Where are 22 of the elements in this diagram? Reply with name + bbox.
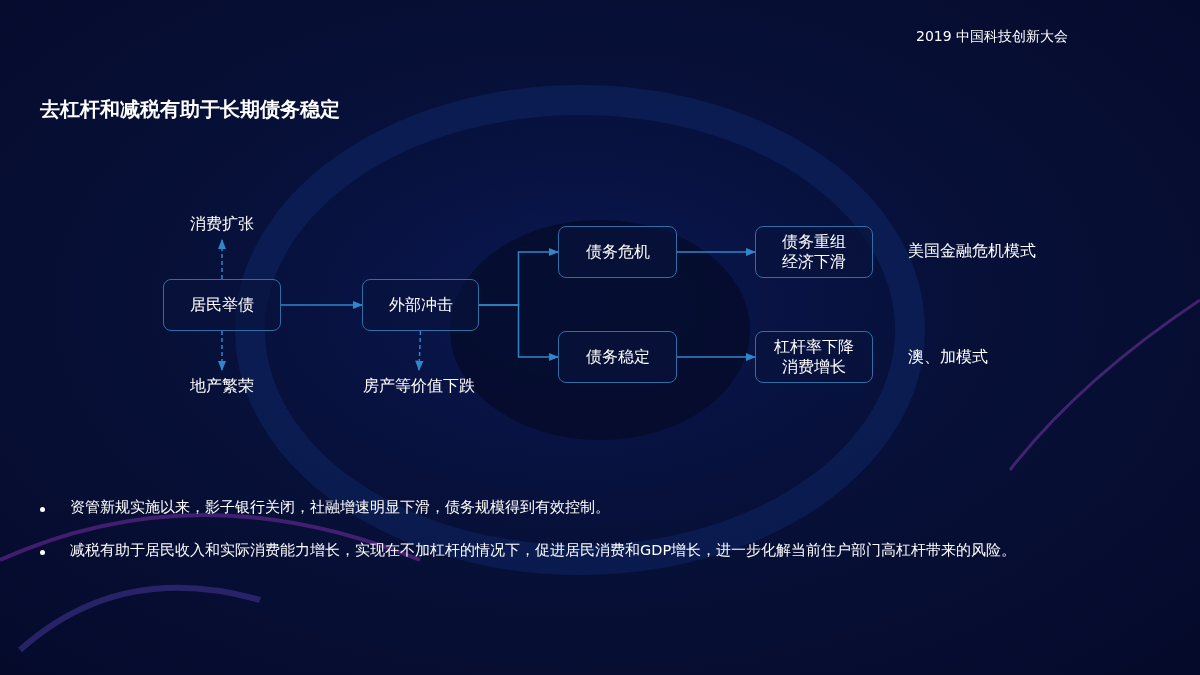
process-box: 外部冲击 xyxy=(362,279,479,331)
arrow xyxy=(676,247,757,257)
outcome-text: 地产繁荣 xyxy=(172,374,272,398)
bullet-text: 资管新规实施以来，影子银行关闭，社融增速明显下滑，债务规模得到有效控制。 xyxy=(70,498,610,517)
slide-title: 去杠杆和减税有助于长期债务稳定 xyxy=(40,96,340,123)
arrow xyxy=(217,238,227,280)
process-box: 债务危机 xyxy=(558,226,677,278)
outcome-text: 房产等价值下跌 xyxy=(344,374,494,398)
process-box: 居民举债 xyxy=(163,279,281,331)
arrow xyxy=(676,352,757,362)
header-text: 2019 中国科技创新大会 xyxy=(916,28,1069,46)
arrow xyxy=(478,304,560,362)
arrow xyxy=(217,330,227,372)
process-box: 债务重组经济下滑 xyxy=(755,226,873,278)
arrow xyxy=(415,330,424,372)
outcome-text: 消费扩张 xyxy=(172,212,272,236)
model-label: 澳、加模式 xyxy=(908,347,988,368)
arrow xyxy=(280,300,364,310)
process-box: 杠杆率下降消费增长 xyxy=(755,331,873,383)
model-label: 美国金融危机模式 xyxy=(908,241,1036,262)
bullet-text: 减税有助于居民收入和实际消费能力增长，实现在不加杠杆的情况下，促进居民消费和GDP增长，进一步化解当前住户部门高杠杆带来的风险。 xyxy=(70,541,1017,560)
process-box: 债务稳定 xyxy=(558,331,677,383)
